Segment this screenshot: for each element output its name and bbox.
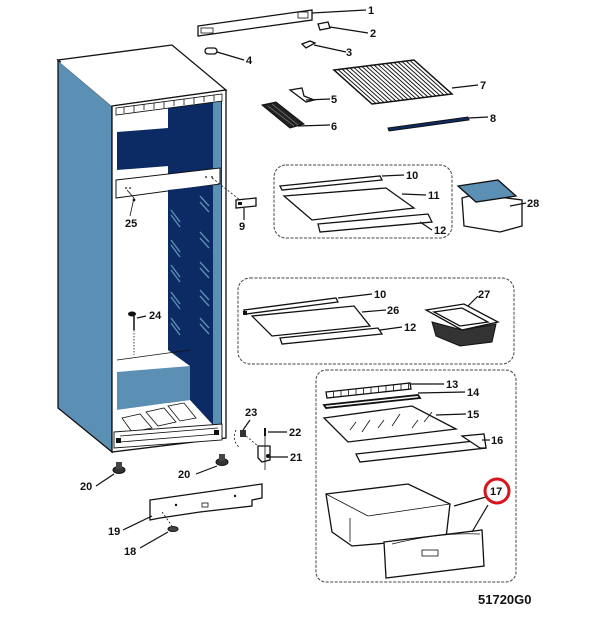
part-16-front-trim xyxy=(355,433,490,463)
part-27-tray xyxy=(424,295,500,347)
callout-28a: 28 xyxy=(527,198,539,210)
part-17-crisper-drawer xyxy=(325,483,489,579)
callout-12b: 12 xyxy=(404,322,416,334)
part-7-wire-shelf xyxy=(332,59,479,105)
part-25-screw xyxy=(126,189,136,217)
part-14-trim xyxy=(322,391,466,409)
callout-10a: 10 xyxy=(406,170,418,182)
callout-26: 26 xyxy=(387,305,399,317)
callout-4: 4 xyxy=(246,55,253,67)
part-12-trim-a xyxy=(317,213,434,233)
wire-rod xyxy=(365,65,405,101)
wire-rod xyxy=(409,60,449,95)
callout-13: 13 xyxy=(446,379,458,391)
wire-rod xyxy=(393,62,433,97)
wire-rod xyxy=(389,62,429,98)
part-24-drain xyxy=(128,311,147,355)
callout-23: 23 xyxy=(245,407,257,419)
wire-rod xyxy=(353,67,393,102)
callout-19: 19 xyxy=(108,526,120,538)
callout-8: 8 xyxy=(490,113,496,125)
callout-7: 7 xyxy=(480,80,486,92)
drawing-code: 51720G0 xyxy=(478,592,532,607)
wire-rod xyxy=(361,66,401,101)
callout-18: 18 xyxy=(124,546,136,558)
part-21-23-hinge xyxy=(234,419,288,470)
part-5-cover xyxy=(288,87,331,103)
highlight-ring xyxy=(483,477,511,505)
wire-rod xyxy=(349,67,389,103)
part-13-grille xyxy=(325,382,444,399)
callout-10b: 10 xyxy=(374,289,386,301)
part-8-strip xyxy=(387,116,489,132)
callout-9: 9 xyxy=(239,221,245,233)
crisper-group xyxy=(315,369,517,583)
fridge-shelf-group xyxy=(237,277,515,365)
callout-2: 2 xyxy=(370,28,376,40)
callout-12a: 12 xyxy=(434,225,446,237)
callout-25: 25 xyxy=(125,218,137,230)
part-12-trim-b xyxy=(279,326,403,345)
part-19-kickplate xyxy=(122,483,263,549)
callout-11: 11 xyxy=(428,190,440,202)
wire-rod xyxy=(385,63,425,98)
part-6-grid xyxy=(260,101,331,129)
part-15-glass xyxy=(322,405,467,443)
freezer-shelf-group xyxy=(273,164,453,239)
callout-6: 6 xyxy=(331,121,337,133)
part-9-bracket xyxy=(211,177,257,220)
part-10-trim-b xyxy=(243,293,373,315)
part-26-glass-shelf xyxy=(250,305,387,337)
callout-3: 3 xyxy=(346,47,352,59)
wire-rod xyxy=(369,65,409,100)
wire-rod xyxy=(397,61,437,97)
wire-rod xyxy=(357,66,397,102)
part-2-clip xyxy=(317,21,369,34)
callout-21: 21 xyxy=(290,452,302,464)
part-3-clip xyxy=(300,40,347,53)
callout-24: 24 xyxy=(149,310,162,322)
wire-rod xyxy=(377,64,417,99)
wire-rod xyxy=(345,68,385,103)
callout-16: 16 xyxy=(491,435,503,447)
part-10-trim-a xyxy=(278,174,405,191)
wire-rod xyxy=(373,64,413,100)
part-4-plug xyxy=(204,47,245,61)
callout-15: 15 xyxy=(467,409,479,421)
part-1-rail xyxy=(197,9,367,37)
callout-20a: 20 xyxy=(80,481,92,493)
part-28-ice-box xyxy=(456,179,527,233)
wire-rod xyxy=(401,61,441,96)
callout-14: 14 xyxy=(467,387,480,399)
callout-20b: 20 xyxy=(178,469,190,481)
wire-rod xyxy=(341,68,381,104)
part-20-feet xyxy=(95,454,229,487)
wire-rod xyxy=(405,60,445,96)
fridge-cabinet xyxy=(56,44,228,454)
wire-rod xyxy=(337,69,377,104)
callout-27: 27 xyxy=(478,289,490,301)
callout-5: 5 xyxy=(331,94,337,106)
callout-22: 22 xyxy=(289,427,301,439)
wire-rod xyxy=(381,63,421,99)
part-11-glass-shelf xyxy=(282,187,427,221)
callout-1: 1 xyxy=(368,5,374,17)
callout-17: 17 xyxy=(490,486,502,498)
